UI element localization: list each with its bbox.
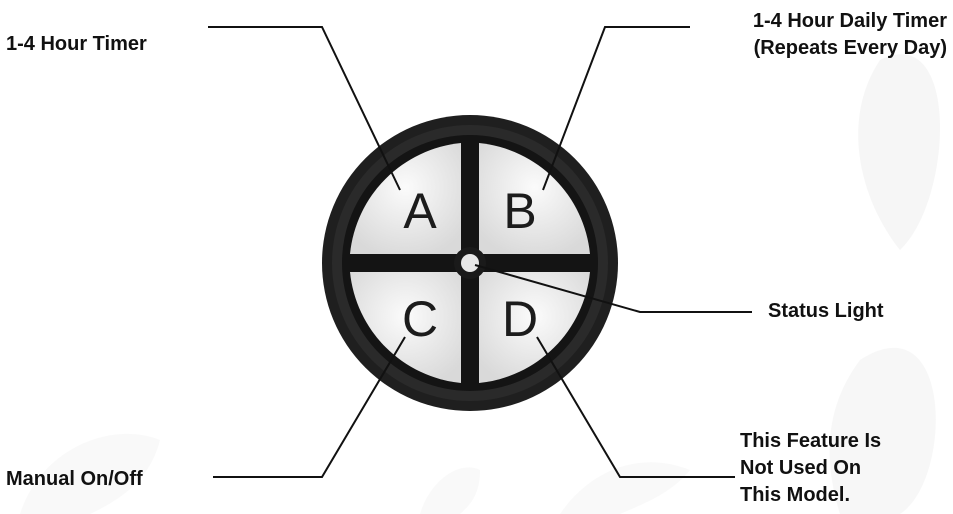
button-b-letter: B bbox=[503, 183, 536, 239]
button-c-letter: C bbox=[402, 291, 438, 347]
label-manual: Manual On/Off bbox=[6, 468, 143, 490]
button-d-letter: D bbox=[502, 291, 538, 347]
label-status-light: Status Light bbox=[768, 300, 884, 322]
label-daily-timer-line2: (Repeats Every Day) bbox=[754, 37, 947, 59]
button-a-letter: A bbox=[403, 183, 437, 239]
timer-control: A B C D bbox=[322, 115, 618, 411]
label-unused-line1: This Feature Is bbox=[740, 430, 881, 452]
label-hour-timer: 1-4 Hour Timer bbox=[6, 33, 147, 55]
label-unused-line3: This Model. bbox=[740, 484, 850, 506]
label-unused-line2: Not Used On bbox=[740, 457, 861, 479]
status-light-indicator bbox=[461, 254, 479, 272]
label-daily-timer-line1: 1-4 Hour Daily Timer bbox=[753, 10, 947, 32]
